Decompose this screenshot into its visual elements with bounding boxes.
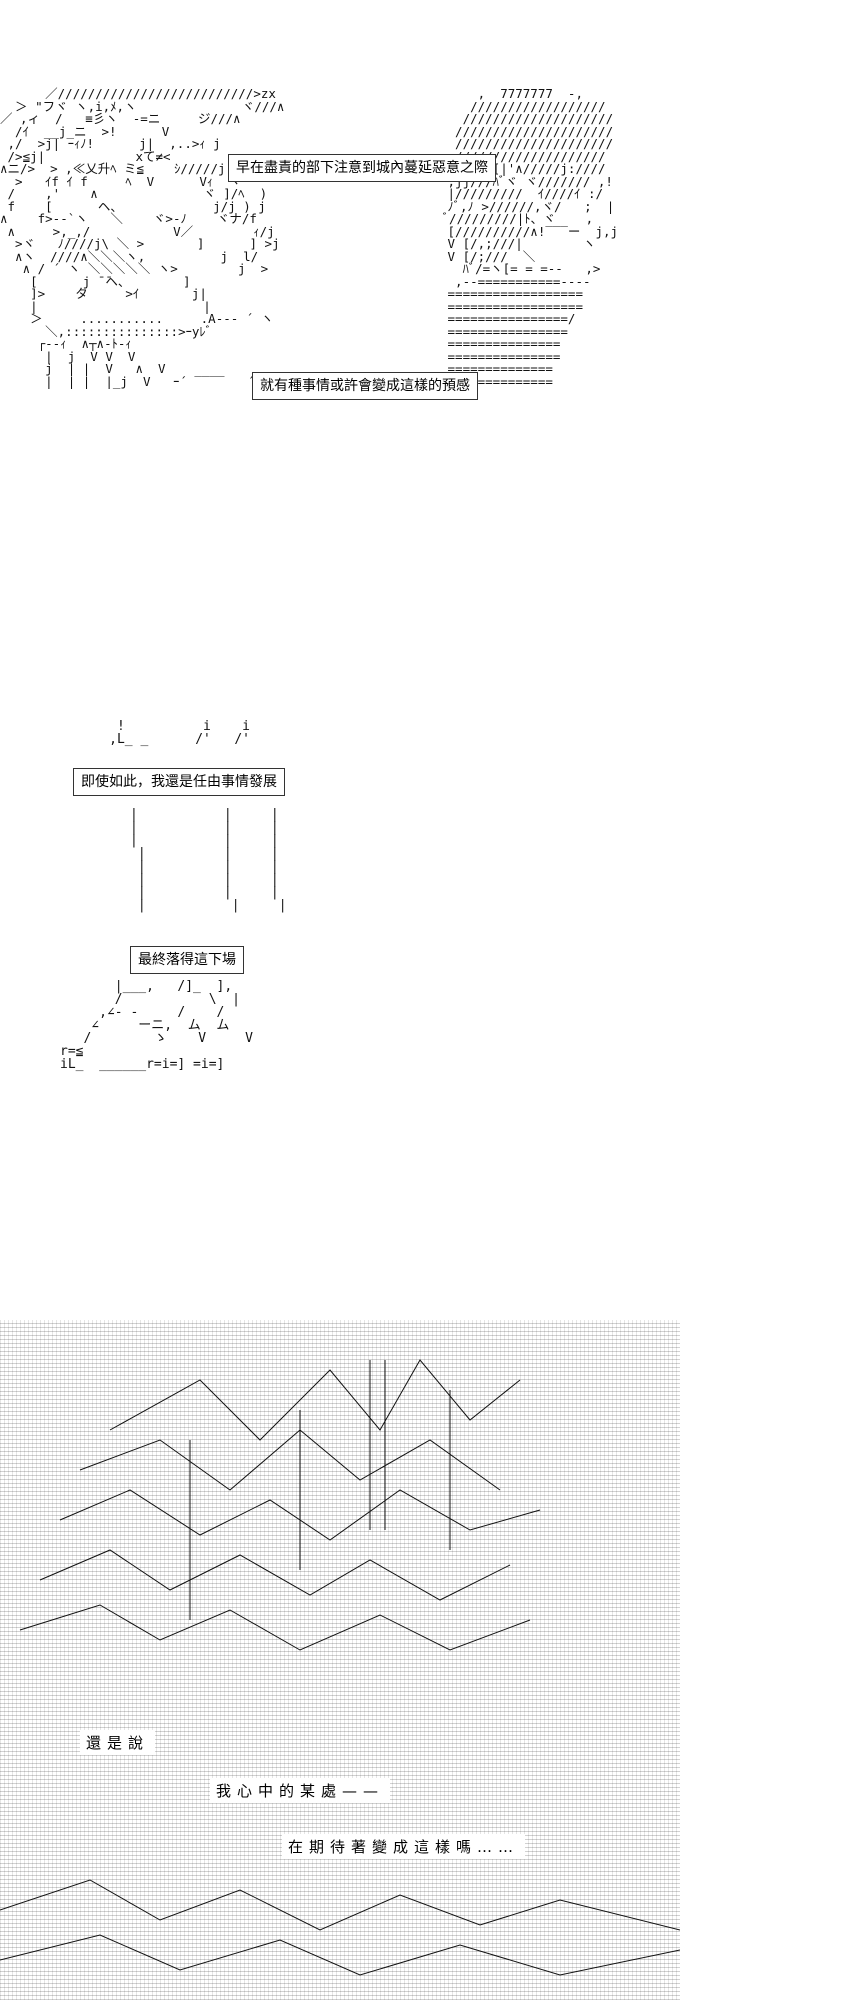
ascii-art-fallen-figure: |___, /]_ ], / \ | ,∠- - / / ∠ ーニ, ム ム /… bbox=[60, 979, 254, 1072]
caption-box-3: 即使如此，我還是任由事情發展 bbox=[73, 768, 285, 796]
ascii-art-legs-middle: | | | | | | | | | | | | | | | | | | | | … bbox=[130, 807, 287, 913]
narration-line-3: 在期待著變成這樣嗎…… bbox=[282, 1834, 526, 1859]
caption-box-1: 早在盡責的部下注意到城內蔓延惡意之際 bbox=[228, 154, 496, 182]
panel-3-landscape: 還是說 我心中的某處—— 在期待著變成這樣嗎…… bbox=[0, 1320, 680, 2000]
ascii-art-left-figure: ／//////////////////////////>zx ＞ "フヾ ヽ,i… bbox=[0, 86, 285, 389]
castle-silhouette bbox=[0, 1359, 680, 1976]
ascii-art-right-figure: , 7777777 -, ////////////////// ////////… bbox=[440, 86, 619, 389]
caption-box-4: 最終落得這下場 bbox=[130, 946, 244, 974]
narration-line-1: 還是說 bbox=[80, 1730, 156, 1755]
narration-line-2: 我心中的某處—— bbox=[210, 1778, 391, 1803]
ascii-art-legs-top: ! i i ,L_ _ /' /' bbox=[109, 719, 251, 747]
caption-box-2: 就有種事情或許會變成這樣的預感 bbox=[252, 372, 478, 400]
screentone-background bbox=[0, 1320, 680, 2000]
